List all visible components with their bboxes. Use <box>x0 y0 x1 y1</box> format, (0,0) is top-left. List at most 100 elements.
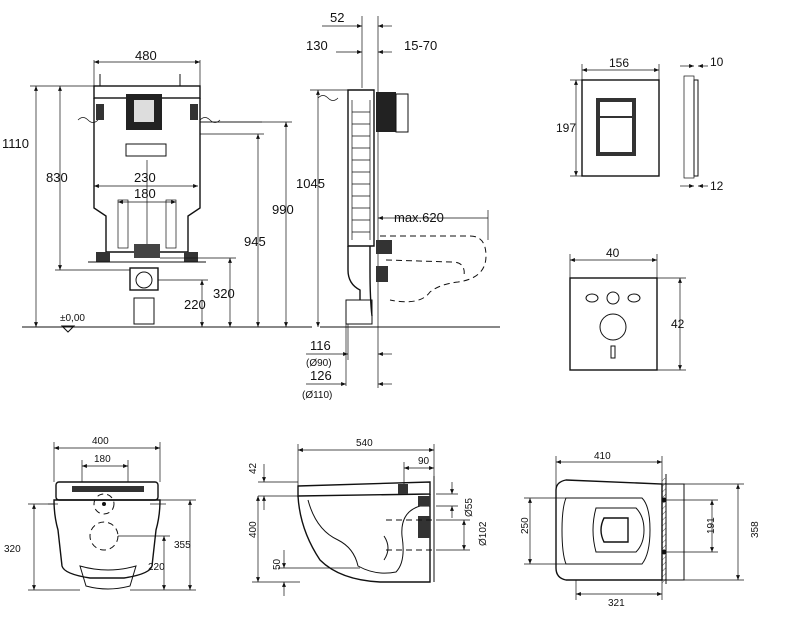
frame-stud-left <box>117 199 129 249</box>
dim-label-10: 10 <box>710 55 724 69</box>
bracket-right <box>190 104 198 120</box>
mat-hole-drain <box>599 313 627 341</box>
side-frame-body <box>347 89 375 247</box>
flush-button-large <box>600 118 632 152</box>
frame-stud-right <box>165 199 177 249</box>
bowl-bolt-block <box>376 240 392 254</box>
drain-socket <box>135 271 153 289</box>
frame-foot-left <box>96 252 110 262</box>
dim-label-116: 116 <box>310 338 331 353</box>
brand-label-strip <box>125 143 167 157</box>
bowl-top-opening <box>592 507 645 553</box>
dim-label-830: 830 <box>46 170 68 185</box>
dim-label-42: 42 <box>671 317 685 331</box>
bowl-front-hinge <box>72 486 144 492</box>
frame-side-view: 52 130 15-70 1045 max.620 116 (Ø90) 126 … <box>296 10 500 401</box>
flush-plate-view: 156 197 10 12 <box>556 55 724 193</box>
bowl-inner-dashed <box>385 259 465 277</box>
dim-label-bt-321: 321 <box>608 598 625 609</box>
dim-label-bf-180: 180 <box>94 454 111 465</box>
bowl-front-bolt-top <box>93 493 115 515</box>
bowl-side-body <box>297 494 431 583</box>
side-frame-inner <box>351 100 371 240</box>
dim-label-52: 52 <box>330 10 344 25</box>
bowl-side-hinge <box>398 484 408 494</box>
bowl-top-mount <box>661 483 685 581</box>
mat-hole-left <box>585 293 599 303</box>
dim-label-max620: max.620 <box>394 210 444 225</box>
bowl-top-rim <box>561 497 651 565</box>
dim-label-d90: (Ø90) <box>306 358 332 369</box>
cistern-opening-inner <box>134 100 154 122</box>
flush-plate-side <box>693 79 699 177</box>
dim-label-bf-320: 320 <box>4 544 21 555</box>
bowl-top-body <box>555 479 663 581</box>
dim-label-126: 126 <box>310 368 332 383</box>
flush-button-small <box>600 102 632 116</box>
flush-plate-outline <box>581 79 660 177</box>
bowl-side-connector-top <box>418 496 430 506</box>
dim-label-bf-355: 355 <box>174 540 191 551</box>
supply-arrow-left <box>77 117 99 123</box>
drain-connector-side <box>376 266 388 282</box>
dim-label-230: 230 <box>134 170 156 185</box>
mat-hole-right <box>627 293 641 303</box>
drain-outlet-side <box>345 299 373 325</box>
dim-label-bs-400: 400 <box>248 521 259 538</box>
bowl-side-trap-inner <box>383 535 389 561</box>
dim-label-bt-358: 358 <box>750 521 761 538</box>
dim-label-320: 320 <box>213 286 235 301</box>
bowl-side-trap <box>307 499 430 574</box>
bowl-front-view: 400 180 320 355 220 <box>4 436 196 591</box>
bowl-top-water-area <box>600 517 629 543</box>
dim-label-bt-191: 191 <box>706 517 717 534</box>
dim-label-bs-540: 540 <box>356 438 373 449</box>
dim-label-bs-d102: Ø102 <box>478 521 489 546</box>
drain-elbow <box>129 267 159 291</box>
frame-front-view: 480 1110 830 230 180 990 945 320 220 <box>2 48 312 333</box>
bowl-front-body <box>53 499 161 579</box>
supply-arrow-side <box>317 95 339 101</box>
dim-label-156: 156 <box>609 56 629 70</box>
drain-bend-outer <box>347 246 361 300</box>
dim-label-bs-50: 50 <box>272 558 283 570</box>
dim-label-12: 12 <box>710 179 724 193</box>
dim-label-bf-400: 400 <box>92 436 109 447</box>
level-marker <box>60 325 76 333</box>
bowl-front-foot <box>79 565 137 590</box>
dim-label-945: 945 <box>244 234 266 249</box>
sound-mat-outline <box>569 277 658 371</box>
drain-pipe <box>133 297 155 325</box>
cistern-side-block <box>376 92 396 132</box>
mat-slot <box>610 345 616 359</box>
flush-plate-side-depth <box>395 93 409 133</box>
dim-label-40: 40 <box>606 246 620 260</box>
dim-label-1110: 1110 <box>2 136 29 151</box>
drain-connector <box>134 244 160 258</box>
dim-label-197: 197 <box>556 121 576 135</box>
frame-foot-right <box>184 252 198 262</box>
bowl-outline-dashed <box>380 235 487 303</box>
bowl-side-seat <box>297 481 431 497</box>
dim-label-1045: 1045 <box>296 176 325 191</box>
dim-label-d110: (Ø110) <box>302 390 332 401</box>
dim-label-bt-250: 250 <box>520 517 531 534</box>
dim-label-bt-410: 410 <box>594 451 611 462</box>
bowl-front-drain <box>89 521 119 551</box>
level-label: ±0,00 <box>60 313 85 324</box>
bowl-side-connector-drain <box>418 516 430 538</box>
flush-plate-wall-section <box>683 75 695 179</box>
dim-label-bs-42: 42 <box>248 462 259 474</box>
dim-label-990: 990 <box>272 202 294 217</box>
dim-label-15-70: 15-70 <box>404 38 437 53</box>
dim-label-220: 220 <box>184 297 206 312</box>
dim-label-480: 480 <box>135 48 157 63</box>
bowl-side-view: 540 90 42 400 50 Ø55 Ø102 <box>248 438 489 596</box>
dim-label-bs-d55: Ø55 <box>464 498 475 517</box>
sound-mat-view: 40 42 <box>569 246 686 371</box>
dim-label-180: 180 <box>134 186 156 201</box>
dim-label-bs-90: 90 <box>418 456 430 467</box>
dim-label-130: 130 <box>306 38 328 53</box>
